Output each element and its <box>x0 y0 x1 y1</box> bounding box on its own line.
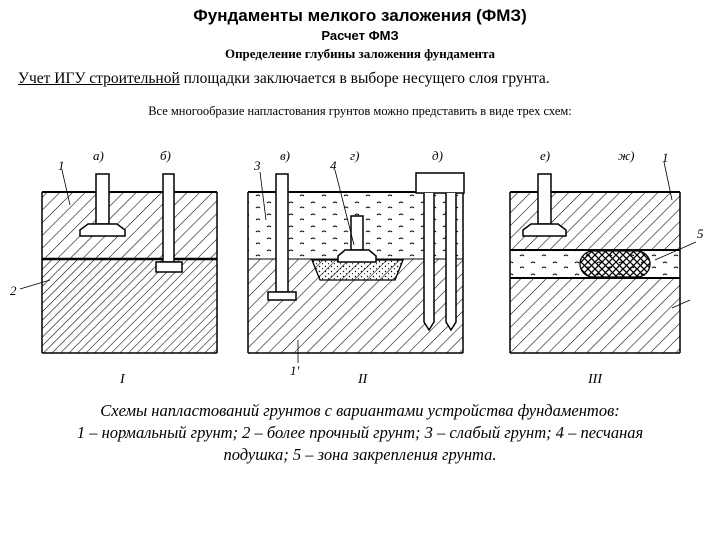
variant-label-b: б) <box>160 150 171 163</box>
number-label-1-prime: 1' <box>290 363 300 378</box>
scheme-1-bottom-layer <box>42 259 217 353</box>
variant-label-e: е) <box>540 150 550 163</box>
page-subtitle: Расчет ФМЗ <box>321 28 399 43</box>
scheme-1-top-layer <box>42 192 217 259</box>
caption-line-1: Схемы напластований грунтов с вариантами… <box>100 401 620 420</box>
scheme-1 <box>19 169 218 354</box>
scheme-3 <box>509 161 697 354</box>
sand-cushion <box>311 259 404 281</box>
intro-text: Учет ИГУ строительной площадки заключает… <box>18 70 718 88</box>
caption-line-3: подушка; 5 – зона закрепления грунта. <box>223 445 497 464</box>
number-label-5: 5 <box>697 226 704 241</box>
number-label-3: 3 <box>253 158 261 173</box>
variant-label-g: г) <box>350 150 359 163</box>
caption-line-2: 1 – нормальный грунт; 2 – более прочный … <box>76 423 644 442</box>
soil-fixing-zone <box>579 250 651 278</box>
scheme-3-top-layer <box>510 192 680 250</box>
number-label-1-right: 1 <box>662 150 669 165</box>
variant-label-v: в) <box>280 150 290 163</box>
scheme-label-3: III <box>587 372 603 387</box>
intro-rest: площадки заключается в выборе несущего с… <box>179 70 550 87</box>
number-label-2: 2 <box>10 283 17 298</box>
number-label-4: 4 <box>330 158 337 173</box>
scheme-label-2: II <box>357 372 369 387</box>
number-label-1: 1 <box>58 158 65 173</box>
scheme-2 <box>247 169 465 363</box>
scheme-3-bottom-layer <box>510 278 680 353</box>
variant-label-d: д) <box>432 150 443 163</box>
figure-caption: Схемы напластований грунтов с вариантами… <box>0 400 720 466</box>
intro-underlined: Учет ИГУ строительной <box>18 70 180 87</box>
scheme-label-1: I <box>119 372 126 387</box>
variant-label-a: а) <box>93 150 104 163</box>
section-heading: Определение глубины заложения фундамента <box>224 46 496 61</box>
lead-text: Все многообразие напластования грунтов м… <box>148 104 572 118</box>
page-title: Фундаменты мелкого заложения (ФМЗ) <box>193 6 527 25</box>
soil-scheme-diagram: а) б) в) г) д) е) ж) 1 2 3 4 1' 1 5 I II… <box>10 150 704 387</box>
variant-label-zh: ж) <box>618 150 634 163</box>
